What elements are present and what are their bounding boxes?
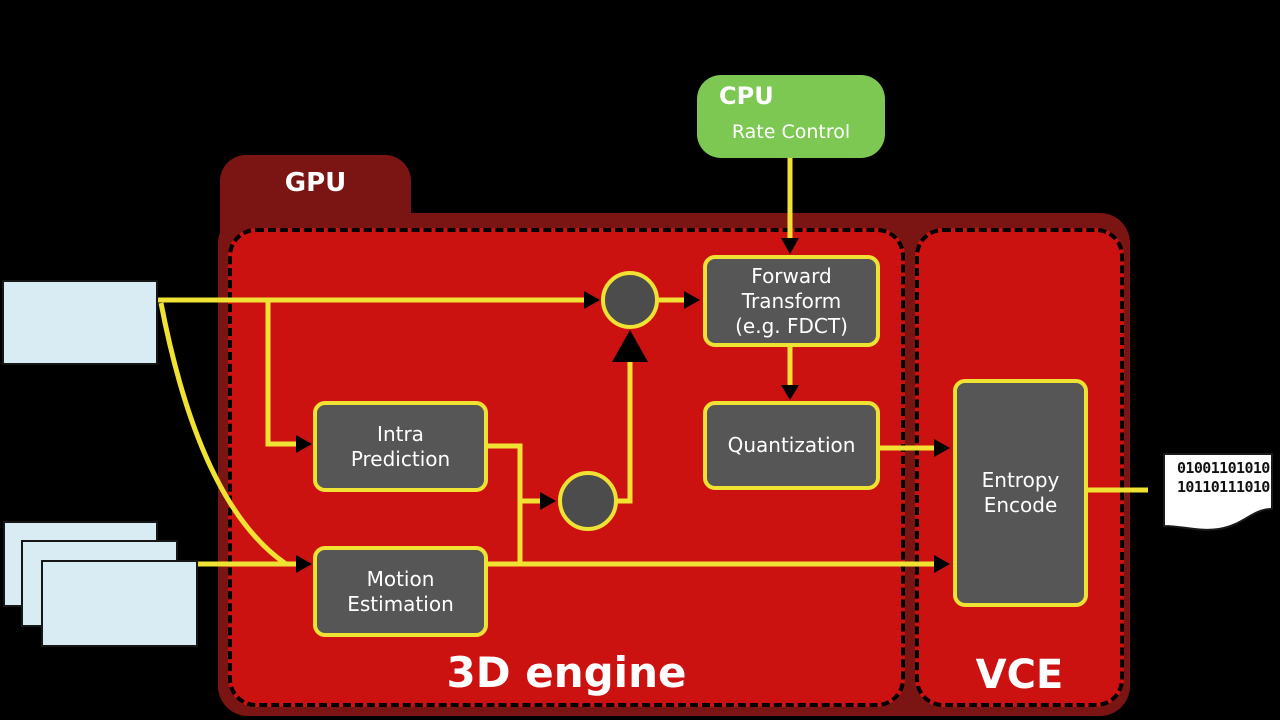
current-frame — [2, 280, 158, 365]
block-label-line: Intra — [377, 421, 424, 446]
block-label-line: Quantization — [727, 433, 856, 457]
arrowhead-into-quantization — [781, 385, 799, 400]
gpu-tab: GPU — [220, 155, 411, 235]
edge-junction-up-to-adder — [615, 361, 633, 504]
edge-intra-output — [486, 443, 523, 564]
bitstream-line: 01001101010 — [1177, 459, 1270, 477]
rate-control-label: Rate Control — [731, 121, 851, 143]
reference-frame-front — [41, 560, 198, 647]
bitstream-text: 01001101010 10110111010 — [1177, 459, 1270, 497]
edge-branch-to-intra — [265, 300, 296, 447]
arrowhead-into-entropy-lower — [934, 555, 950, 573]
quantization-block: Quantization — [703, 401, 880, 490]
adder-node — [601, 271, 659, 329]
block-label-line: Motion — [366, 566, 435, 591]
block-label-line: Prediction — [350, 446, 451, 471]
vce-label: VCE — [975, 652, 1064, 698]
block-label-line: Transform — [741, 288, 842, 313]
entropy-encode-block: Entropy Encode — [953, 379, 1088, 607]
block-label-line: (e.g. FDCT) — [735, 313, 848, 338]
block-label-line: Encode — [983, 493, 1058, 517]
arrowhead-into-bitstream — [1148, 482, 1162, 498]
motion-estimation-block: Motion Estimation — [313, 546, 488, 637]
gpu-label: GPU — [284, 168, 347, 198]
intra-prediction-block: Intra Prediction — [313, 401, 488, 492]
bitstream-document-icon — [1163, 453, 1273, 531]
arrowhead-into-transform-top — [781, 238, 799, 254]
block-label-line: Forward — [751, 263, 832, 288]
arrowhead-into-intra — [296, 435, 312, 453]
arrowhead-into-motion — [296, 555, 312, 573]
cpu-label: CPU — [719, 82, 774, 110]
engine-3d-label: 3D engine — [446, 648, 687, 697]
block-label-line: Estimation — [347, 591, 454, 616]
arrowhead-into-junction — [540, 492, 556, 510]
arrowhead-into-adder — [584, 291, 600, 309]
arrowhead-into-entropy-upper — [934, 439, 950, 457]
forward-transform-block: Forward Transform (e.g. FDCT) — [703, 255, 880, 347]
cpu-block: CPU Rate Control — [697, 75, 885, 158]
arrowhead-large-into-adder — [612, 330, 648, 362]
arrowhead-into-transform — [684, 291, 700, 309]
bitstream-line: 10110111010 — [1177, 478, 1270, 496]
edge-frame-to-motion-curve — [158, 302, 288, 567]
block-label-line: Entropy — [981, 468, 1060, 492]
